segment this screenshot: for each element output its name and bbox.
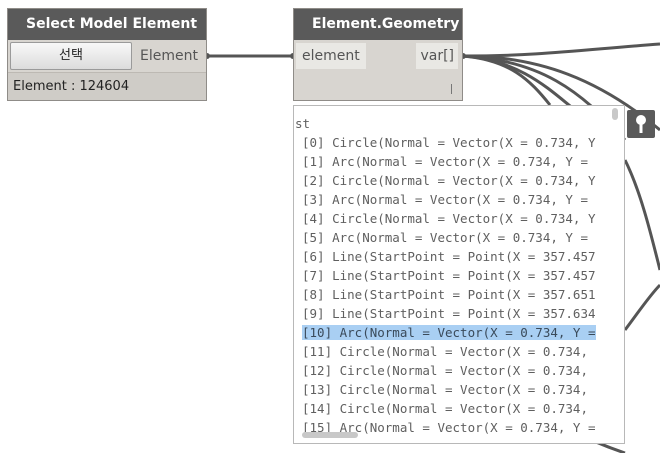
node-title[interactable]: Element.Geometry (294, 9, 462, 40)
preview-item-text: [2] Circle(Normal = Vector(X = 0.734, Y (302, 173, 596, 188)
pin-icon (636, 115, 646, 133)
preview-item-text: [3] Arc(Normal = Vector(X = 0.734, Y = (302, 192, 588, 207)
preview-item-text: [13] Circle(Normal = Vector(X = 0.734, (302, 382, 588, 397)
wire-out-7[interactable] (623, 283, 660, 331)
preview-item[interactable]: [8] Line(StartPoint = Point(X = 357.651 (294, 285, 612, 304)
preview-item[interactable]: [10] Arc(Normal = Vector(X = 0.734, Y = (294, 323, 612, 342)
preview-item-text: [12] Circle(Normal = Vector(X = 0.734, (302, 363, 588, 378)
node-title[interactable]: Select Model Element (8, 9, 206, 40)
output-port-var[interactable]: var[] (416, 43, 458, 69)
preview-header: st (295, 116, 311, 131)
preview-item[interactable]: [1] Arc(Normal = Vector(X = 0.734, Y = (294, 152, 612, 171)
wire-out-1[interactable] (462, 42, 660, 58)
preview-item-text: [11] Circle(Normal = Vector(X = 0.734, (302, 344, 588, 359)
preview-bubble[interactable]: st [0] Circle(Normal = Vector(X = 0.734,… (293, 105, 625, 444)
preview-item[interactable]: [5] Arc(Normal = Vector(X = 0.734, Y = (294, 228, 612, 247)
horizontal-scrollbar[interactable] (302, 432, 358, 438)
preview-item[interactable]: [0] Circle(Normal = Vector(X = 0.734, Y (294, 133, 612, 152)
preview-item-text: [4] Circle(Normal = Vector(X = 0.734, Y (302, 211, 596, 226)
vertical-scrollbar[interactable] (612, 108, 618, 120)
preview-item-text: [7] Line(StartPoint = Point(X = 357.457 (302, 268, 596, 283)
preview-item[interactable]: [11] Circle(Normal = Vector(X = 0.734, (294, 342, 612, 361)
preview-item[interactable]: [13] Circle(Normal = Vector(X = 0.734, (294, 380, 612, 399)
preview-item[interactable]: [6] Line(StartPoint = Point(X = 357.457 (294, 247, 612, 266)
output-port-element[interactable]: Element (140, 48, 198, 64)
wire-out-5[interactable] (462, 54, 552, 106)
preview-item[interactable]: [15] Arc(Normal = Vector(X = 0.734, Y = (294, 418, 612, 437)
preview-item[interactable]: [7] Line(StartPoint = Point(X = 357.457 (294, 266, 612, 285)
select-model-element-node[interactable]: Select Model Element 선택 Element Element … (7, 8, 207, 101)
wire-out-6[interactable] (623, 159, 660, 271)
preview-item-text: [8] Line(StartPoint = Point(X = 357.651 (302, 287, 596, 302)
preview-item[interactable]: [12] Circle(Normal = Vector(X = 0.734, (294, 361, 612, 380)
input-port-element[interactable]: element (296, 43, 366, 69)
node-footer: Element : 124604 (8, 72, 206, 100)
preview-item-text: [1] Arc(Normal = Vector(X = 0.734, Y = (302, 154, 588, 169)
preview-item-text: [14] Circle(Normal = Vector(X = 0.734, (302, 401, 588, 416)
select-button[interactable]: 선택 (10, 42, 132, 70)
preview-item-text: [5] Arc(Normal = Vector(X = 0.734, Y = (302, 230, 588, 245)
preview-item[interactable]: [4] Circle(Normal = Vector(X = 0.734, Y (294, 209, 612, 228)
preview-item[interactable]: [9] Line(StartPoint = Point(X = 357.634 (294, 304, 612, 323)
preview-item-text: [10] Arc(Normal = Vector(X = 0.734, Y = (302, 325, 596, 340)
preview-item-text: [6] Line(StartPoint = Point(X = 357.457 (302, 249, 596, 264)
preview-item[interactable]: [3] Arc(Normal = Vector(X = 0.734, Y = (294, 190, 612, 209)
preview-item-text: [9] Line(StartPoint = Point(X = 357.634 (302, 306, 596, 321)
preview-list: st [0] Circle(Normal = Vector(X = 0.734,… (294, 114, 612, 437)
pin-button[interactable] (627, 110, 655, 138)
preview-item[interactable]: [2] Circle(Normal = Vector(X = 0.734, Y (294, 171, 612, 190)
preview-item-text: [15] Arc(Normal = Vector(X = 0.734, Y = (302, 420, 596, 435)
preview-item[interactable]: [14] Circle(Normal = Vector(X = 0.734, (294, 399, 612, 418)
element-geometry-node[interactable]: Element.Geometry element var[] (293, 8, 463, 101)
lacing-indicator (451, 84, 452, 94)
preview-item-text: [0] Circle(Normal = Vector(X = 0.734, Y (302, 135, 596, 150)
